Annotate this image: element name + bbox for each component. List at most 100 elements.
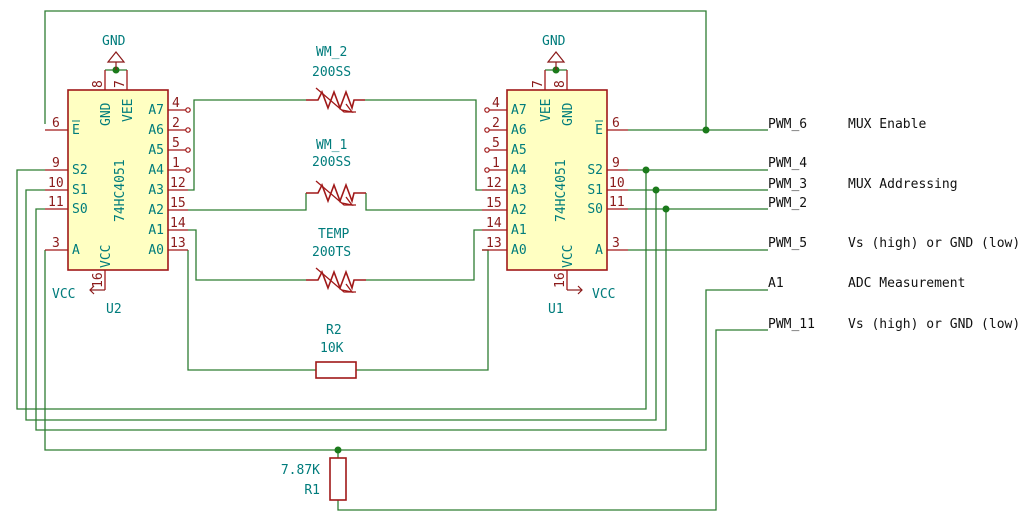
- r2-value: 10K: [320, 341, 344, 356]
- u2-pin-a4-num: 1: [172, 156, 180, 171]
- u2-pin-s1-name: S1: [72, 183, 88, 198]
- u2-pin-a0-name: A0: [148, 243, 164, 258]
- u2-pin-a2-num: 15: [170, 196, 186, 211]
- u1-pin-a0-name: A0: [511, 243, 527, 258]
- net-underlines: [760, 129, 768, 331]
- u2-pin-a-num: 3: [52, 236, 60, 251]
- u1-pin-a0-num: 13: [486, 236, 502, 251]
- u1-pin-vee-num: 7: [531, 80, 546, 88]
- u2-pin-e-name: E: [72, 123, 80, 138]
- u1-pin-s2-name: S2: [587, 163, 603, 178]
- u2-pin-a3-num: 12: [170, 176, 186, 191]
- wires: [16, 10, 760, 511]
- u2-pin-a5-num: 5: [172, 136, 180, 151]
- net-pwm11-desc: Vs (high) or GND (low): [848, 317, 1020, 332]
- net-pwm3[interactable]: PWM_3: [768, 177, 807, 192]
- u2-vcc-label: VCC: [52, 287, 75, 302]
- u1-pin-gnd-num: 8: [553, 80, 568, 88]
- net-pwm2[interactable]: PWM_2: [768, 196, 807, 211]
- u2-pin-s2-num: 9: [52, 156, 60, 171]
- u2-pin-vcc-num: 16: [91, 272, 106, 288]
- u2-gnd-symbol: [106, 51, 126, 63]
- u1-vcc-label: VCC: [592, 287, 615, 302]
- net-pwm6-desc: MUX Enable: [848, 117, 926, 132]
- u1-pin-a6-name: A6: [511, 123, 527, 138]
- u1-pin-a6-num: 2: [492, 116, 500, 131]
- r1-value: 7.87K: [281, 463, 320, 478]
- u1-pin-e-num: 6: [612, 116, 620, 131]
- u1-pin-a3-num: 12: [486, 176, 502, 191]
- u2-pin-s0-num: 11: [48, 195, 64, 210]
- u1-pin-a-num: 3: [612, 236, 620, 251]
- r1-name: R1: [304, 483, 320, 498]
- temp-value: 200TS: [312, 245, 351, 260]
- u2-pin-vee-name: VEE: [121, 99, 136, 122]
- u1-pin-a3-name: A3: [511, 183, 527, 198]
- u1-part-label: 74HC4051: [554, 159, 569, 222]
- power-symbols: GND GND VCC VCC: [52, 34, 615, 302]
- net-pwm3-desc: MUX Addressing: [848, 177, 958, 192]
- net-pwm5[interactable]: PWM_5: [768, 236, 807, 251]
- u1-pin-s1-name: S1: [587, 183, 603, 198]
- u1-pin-a1-num: 14: [486, 216, 502, 231]
- junction-pwm3: [652, 186, 660, 194]
- wire-wm2-b: [365, 99, 482, 191]
- chip-u1[interactable]: A7 A6 A5 A4 A3 A2 A1 A0 4 2 5 1 12 15 14…: [482, 70, 628, 317]
- u2-pin-s2-name: S2: [72, 163, 88, 178]
- wire-temp-b: [366, 229, 482, 281]
- wire-s1-loop: [25, 189, 657, 421]
- u2-pin-a2-name: A2: [148, 203, 164, 218]
- u1-pin-a4-name: A4: [511, 163, 527, 178]
- wire-s0-loop: [35, 208, 667, 431]
- net-pwm6[interactable]: PWM_6: [768, 117, 807, 132]
- u2-gnd-label: GND: [102, 34, 126, 49]
- wm2-name: WM_2: [316, 45, 347, 60]
- u1-pin-a4-num: 1: [492, 156, 500, 171]
- junction-pwm2: [662, 205, 670, 213]
- chip-u2-body: [67, 89, 169, 271]
- chip-u2[interactable]: E S2 S1 S0 A 6 9 10 11 3 A7 A6 A5 A4 A3 …: [45, 70, 191, 317]
- u2-pin-gnd-name: GND: [99, 102, 114, 126]
- junction-pwm6: [702, 126, 710, 134]
- wm2-value: 200SS: [312, 65, 351, 80]
- u2-pin-a3-name: A3: [148, 183, 164, 198]
- r2-body: [315, 361, 357, 379]
- chip-u1-body: [506, 89, 608, 271]
- u1-pin-a1-name: A1: [511, 223, 527, 238]
- u1-pin-vee-name: VEE: [539, 99, 554, 122]
- net-pwm5-desc: Vs (high) or GND (low): [848, 236, 1020, 251]
- net-a1[interactable]: A1: [768, 276, 784, 291]
- u1-pin-a7-name: A7: [511, 103, 527, 118]
- u2-pin-s1-num: 10: [48, 176, 64, 191]
- net-pwm4[interactable]: PWM_4: [768, 156, 807, 171]
- u2-pin-a0-num: 13: [170, 236, 186, 251]
- u2-pin-a7-name: A7: [148, 103, 164, 118]
- wire-wm1-b: [365, 193, 482, 211]
- resistor-r2[interactable]: R2 10K: [315, 323, 357, 379]
- u1-pin-gnd-name: GND: [561, 102, 576, 126]
- net-pwm11[interactable]: PWM_11: [768, 317, 815, 332]
- junction-r1: [334, 446, 342, 454]
- wire-r2-b: [356, 249, 489, 371]
- net-labels: PWM_6 MUX Enable PWM_4 PWM_3 MUX Address…: [768, 117, 1020, 332]
- u1-pin-s1-num: 10: [609, 176, 625, 191]
- u1-pin-a2-num: 15: [486, 196, 502, 211]
- junction-pwm4: [642, 166, 650, 174]
- u2-pin-vcc-name: VCC: [99, 245, 114, 268]
- sensor-wm1[interactable]: WM_1 200SS: [306, 138, 366, 206]
- u2-pin-a4-name: A4: [148, 163, 164, 178]
- u1-pin-vcc-num: 16: [553, 272, 568, 288]
- r2-name: R2: [326, 323, 342, 338]
- wire-u2-common: [44, 250, 760, 451]
- u1-pin-a5-name: A5: [511, 143, 527, 158]
- sensor-temp[interactable]: TEMP 200TS: [306, 227, 366, 293]
- u2-pin-vee-num: 7: [113, 80, 128, 88]
- u1-pin-a-name: A: [595, 243, 603, 258]
- u2-pin-a7-num: 4: [172, 96, 180, 111]
- resistor-r1[interactable]: 7.87K R1: [281, 457, 347, 501]
- u2-part-label: 74HC4051: [113, 159, 128, 222]
- sensor-wm2[interactable]: WM_2 200SS: [306, 45, 365, 113]
- u2-pin-gnd-num: 8: [91, 80, 106, 88]
- u1-pin-a7-num: 4: [492, 96, 500, 111]
